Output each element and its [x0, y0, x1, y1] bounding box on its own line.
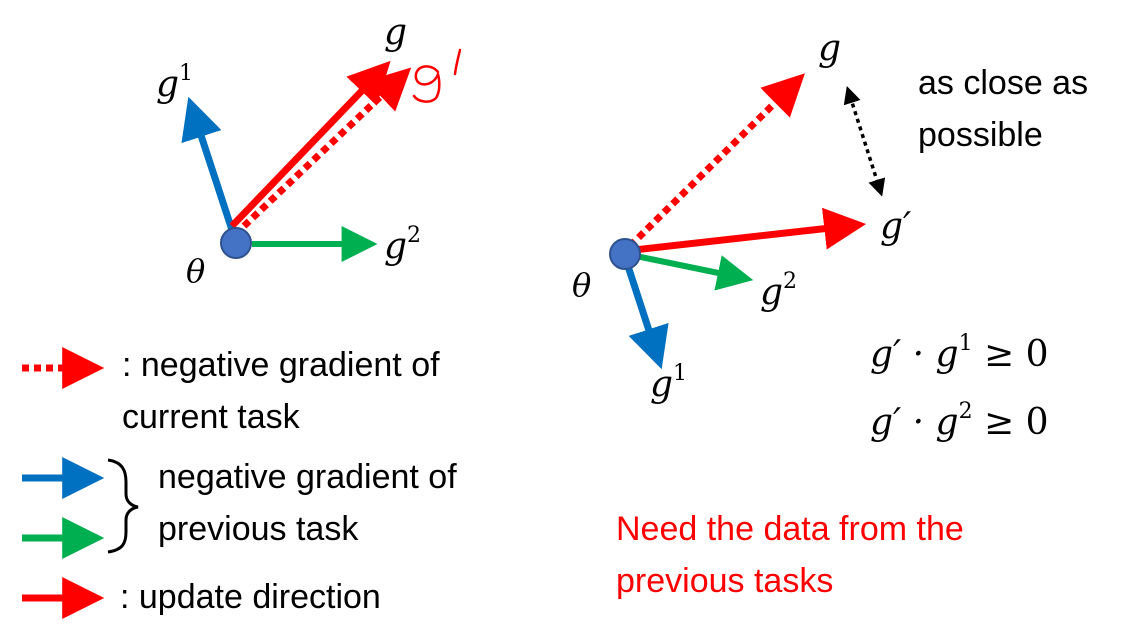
right-closeness-arrow	[843, 85, 886, 197]
constraint-1: g′ · g1 ≥ 0	[870, 331, 1049, 375]
right-g2-arrow	[635, 253, 754, 291]
right-g2-sup: 2	[783, 269, 797, 294]
right-g1-base: g	[650, 364, 673, 405]
constraint-1-sup: 1	[959, 331, 973, 356]
left-diagram: θ g g1 g2	[156, 12, 462, 290]
left-g1-base: g	[156, 64, 179, 105]
right-diagram: θ g g′ g2 g1 as close as possible g′ · g…	[572, 28, 1088, 600]
legend-brace	[107, 458, 139, 554]
right-update-arrow	[633, 207, 867, 254]
constraint-2-sup: 2	[959, 399, 973, 424]
data-requirement-note-line2: previous tasks	[616, 562, 833, 600]
left-g1-sup: 1	[179, 61, 193, 86]
left-theta-label: θ	[186, 252, 205, 290]
left-g-dotted-arrow	[241, 67, 412, 229]
closeness-annotation-line2: possible	[918, 116, 1043, 154]
closeness-annotation-line1: as close as	[918, 64, 1088, 102]
left-handwritten-g-prime	[412, 48, 462, 103]
right-g-label: g	[818, 28, 841, 69]
right-g1-sup: 1	[673, 361, 687, 386]
right-g-prime-label: g′	[880, 206, 911, 247]
right-g2-base: g	[760, 272, 783, 313]
legend-item2-line1: negative gradient of	[158, 458, 457, 496]
right-g2-label: g2	[760, 269, 797, 313]
left-g1-label: g1	[156, 61, 193, 105]
legend-item1-line2: current task	[122, 398, 301, 436]
left-theta-node	[220, 227, 252, 259]
legend-item2-line2: previous task	[158, 510, 359, 548]
right-theta-label: θ	[572, 266, 591, 304]
data-requirement-note-line1: Need the data from the	[616, 510, 964, 548]
constraint-2-rhs: ≥ 0	[973, 402, 1049, 443]
legend-item1-line1: : negative gradient of	[122, 346, 440, 384]
legend: : negative gradient of current task nega…	[22, 346, 457, 619]
right-theta-node	[609, 238, 641, 270]
left-g2-base: g	[384, 226, 407, 267]
left-g2-label: g2	[384, 223, 421, 267]
constraint-1-rhs: ≥ 0	[973, 334, 1049, 375]
left-g-label: g	[384, 12, 407, 53]
legend-item3: : update direction	[120, 578, 381, 616]
constraint-2-lhs: g′ · g	[870, 402, 959, 443]
right-g-dotted-arrow	[627, 73, 805, 249]
right-g1-arrow	[622, 258, 669, 370]
right-g1-label: g1	[650, 361, 687, 405]
constraint-1-lhs: g′ · g	[870, 334, 959, 375]
constraint-2: g′ · g2 ≥ 0	[870, 399, 1049, 443]
left-update-arrow	[229, 60, 391, 229]
left-g2-sup: 2	[407, 223, 421, 248]
left-g1-arrow	[181, 96, 236, 232]
